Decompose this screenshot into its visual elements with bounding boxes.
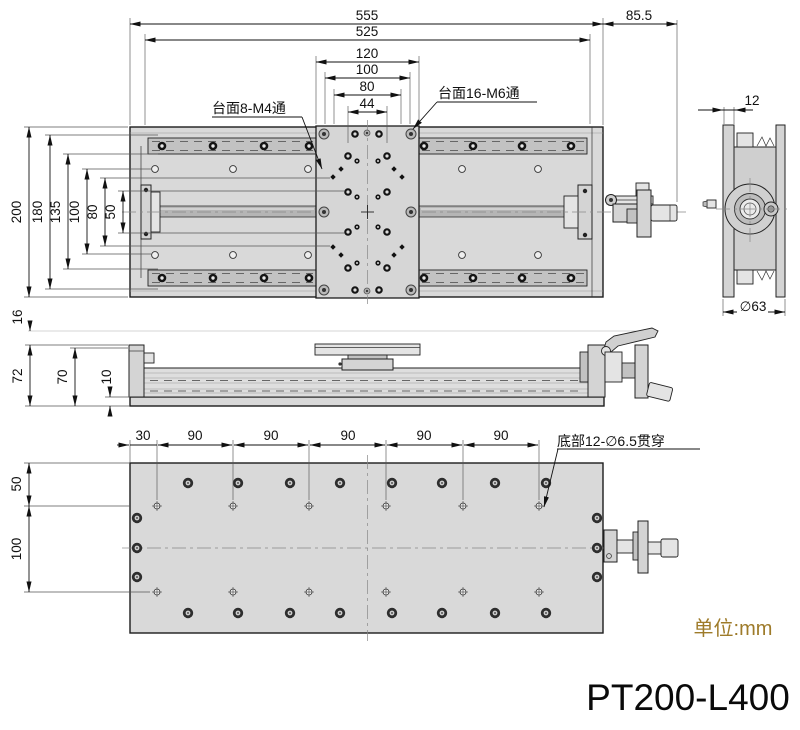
- dim-100-bottom: 100: [9, 538, 24, 561]
- side-view-rail-body: [143, 367, 589, 398]
- title-block: 单位:mm PT200-L400: [586, 617, 790, 718]
- top-dimensions: 555 85.5 525 120 100 80 44: [129, 8, 678, 202]
- dim-85-5: 85.5: [626, 8, 652, 23]
- dim-90-2: 90: [263, 428, 278, 443]
- dim-100-left: 100: [67, 201, 82, 224]
- side-view-base-plate: [129, 396, 605, 407]
- side-view-handwheel: [579, 327, 674, 402]
- dim-180: 180: [30, 201, 45, 224]
- callout-8-m4: 台面8-M4通: [212, 100, 286, 116]
- dim-80: 80: [359, 79, 374, 94]
- top-left-dimensions: 200 180 135 100 80 50: [9, 126, 345, 298]
- callout-16-m6: 台面16-M6通: [438, 85, 520, 101]
- linear-rails: [147, 137, 588, 287]
- units-note: 单位:mm: [694, 617, 773, 640]
- crank-knob: [646, 382, 674, 402]
- carriage-plate: [315, 120, 420, 304]
- dim-30: 30: [135, 428, 150, 443]
- part-number: PT200-L400: [586, 677, 790, 718]
- dim-10: 10: [99, 369, 114, 384]
- dim-50-bottom: 50: [9, 476, 24, 491]
- dim-200: 200: [9, 201, 24, 224]
- dim-100: 100: [356, 62, 379, 77]
- dim-80-left: 80: [85, 204, 100, 219]
- side-view: 16 72 70 10: [10, 309, 674, 417]
- end-view-dimensions: 12 ∅63: [698, 93, 786, 316]
- dim-63: ∅63: [740, 299, 767, 314]
- bottom-dimensions: 30 90 90 90 90 90 底部12-∅6.5贯穿 50 100: [9, 428, 700, 593]
- dim-90-1: 90: [187, 428, 202, 443]
- bottom-view-handwheel: [603, 520, 679, 574]
- dim-16: 16: [10, 309, 25, 324]
- bottom-view: 30 90 90 90 90 90 底部12-∅6.5贯穿 50 100: [9, 428, 700, 641]
- side-view-carriage: [314, 343, 421, 371]
- dim-525: 525: [356, 24, 379, 39]
- side-view-dimensions: 16 72 70 10: [10, 309, 130, 417]
- dim-120: 120: [356, 46, 379, 61]
- side-view-left-end-block: [128, 344, 155, 398]
- dim-70: 70: [55, 369, 70, 384]
- callout-bottom-holes: 底部12-∅6.5贯穿: [557, 433, 665, 449]
- end-view: 12 ∅63: [698, 93, 790, 316]
- dim-90-3: 90: [340, 428, 355, 443]
- dim-72: 72: [10, 368, 25, 383]
- dim-555: 555: [356, 8, 379, 23]
- grease-nipple: [702, 199, 717, 209]
- dim-90-5: 90: [493, 428, 508, 443]
- handwheel-plan: [605, 182, 678, 238]
- dim-50-left: 50: [103, 204, 118, 219]
- dim-90-4: 90: [416, 428, 431, 443]
- dim-12: 12: [744, 93, 759, 108]
- dim-135: 135: [48, 201, 63, 224]
- top-callouts: 台面8-M4通 台面16-M6通: [212, 85, 537, 170]
- top-view: 555 85.5 525 120 100 80 44 台面8-M4通 台面16-…: [9, 8, 690, 304]
- dim-44: 44: [359, 96, 375, 111]
